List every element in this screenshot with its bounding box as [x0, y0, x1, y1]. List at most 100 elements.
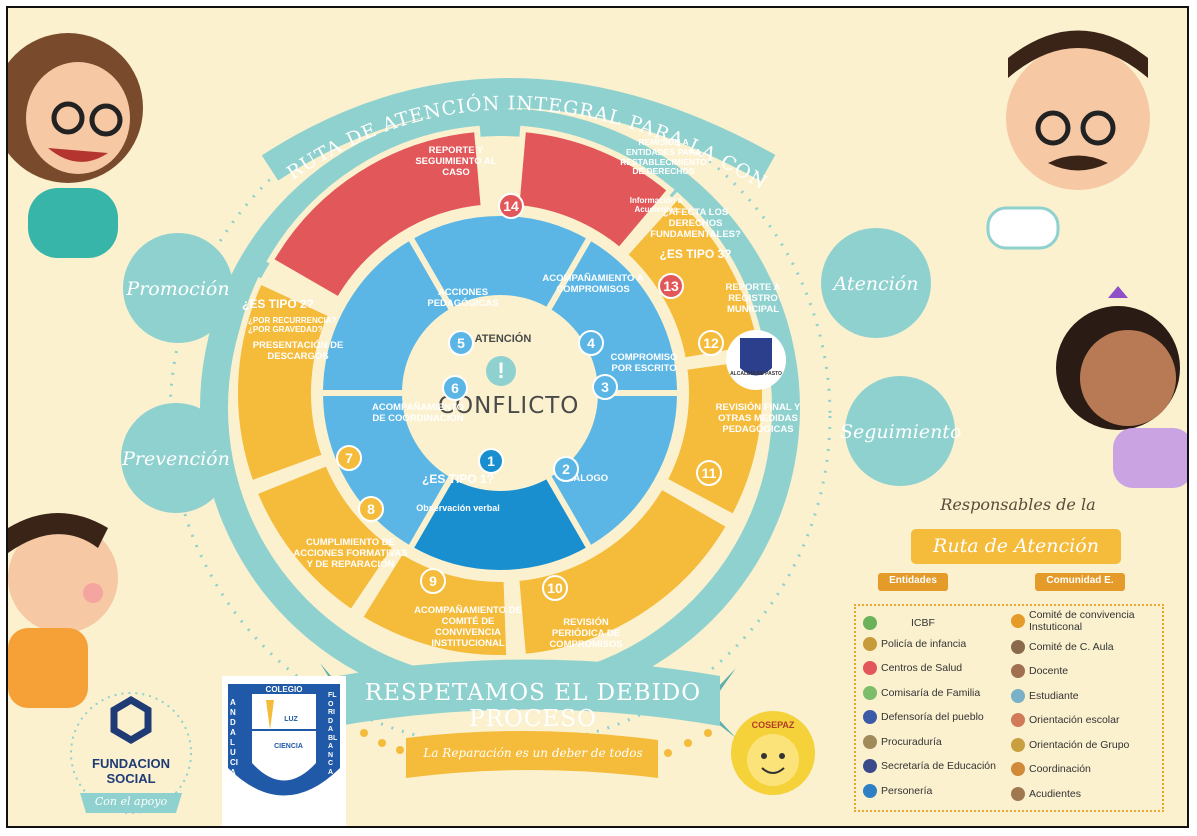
- col1-header: Entidades: [889, 575, 937, 586]
- pill-atencion: [821, 228, 931, 338]
- banner-sub: La Reparación es un deber de todos: [423, 746, 643, 760]
- colegio-top: COLEGIO: [265, 685, 303, 694]
- pill-promocion: [123, 233, 233, 343]
- entidad-icon: [863, 783, 877, 798]
- entidad-row: Defensoría del pueblo: [863, 710, 1003, 724]
- pill-prevencion: [121, 403, 231, 513]
- tipo2-title: ¿ES TIPO 2?: [242, 297, 315, 311]
- colegio-shield: [222, 676, 346, 826]
- comunidad-row: Coordinación: [1011, 762, 1161, 776]
- tipo2-sub: ¿POR RECURRENCIA? ¿POR GRAVEDAD?: [248, 316, 337, 335]
- segment-13-sub: ¿ES TIPO 3?: [659, 247, 732, 261]
- entidad-icon: [863, 759, 877, 773]
- segment-5-number: 5: [448, 330, 474, 356]
- col2-header: Comunidad E.: [1046, 575, 1114, 586]
- comunidad-label: Comité de convivencia Instuticonal: [1029, 609, 1135, 633]
- comunidad-row: Docente: [1011, 664, 1161, 678]
- character-boy-bottom-left: [8, 513, 118, 708]
- comunidad-row: Orientación de Grupo: [1011, 737, 1161, 752]
- comunidad-icon: [1011, 762, 1025, 776]
- segment-13-label: ¿AFECTA LOS DERECHOS FUNDAMENTALES?: [650, 207, 741, 240]
- wedge-2-3: [543, 390, 684, 553]
- segment-7-number: 7: [336, 445, 362, 471]
- segment-8-label: CUMPLIMIENTO DE ACCIONES FORMATIVAS Y DE…: [293, 537, 408, 570]
- segment-10-number: 10: [542, 575, 568, 601]
- stage-seguimiento: Seguimiento: [840, 421, 962, 443]
- banner-main: RESPETAMOS EL DEBIDO PROCESO: [364, 680, 702, 732]
- character-girl-top-left: [8, 33, 143, 258]
- entidad-row: Comisaría de Familia: [863, 685, 1003, 700]
- comunidad-label: Orientación de Grupo: [1029, 738, 1130, 751]
- segment-6-label: ACOMPAÑAMIENTO DE COORDINACIÓN: [371, 402, 464, 424]
- segment-2-label: DIÁLOGO: [563, 473, 609, 484]
- wedge-13: [512, 125, 675, 255]
- bottom-sub-ribbon: [406, 730, 658, 778]
- comunidad-row: Acudientes: [1011, 786, 1161, 801]
- entidad-row: Secretaría de Educación: [863, 759, 1003, 773]
- wedge-8: [250, 458, 401, 617]
- comunidad-label: Orientación escolar: [1029, 714, 1120, 726]
- segment-6-number: 6: [442, 375, 468, 401]
- entidad-row: Personería: [863, 783, 1003, 798]
- route-diagram: [8, 30, 1187, 826]
- character-man-top-right: [986, 30, 1150, 250]
- entidad-label: ICBF: [911, 617, 935, 629]
- stars: [360, 729, 712, 757]
- entidad-icon: [863, 710, 877, 724]
- segment-3-number: 3: [592, 374, 618, 400]
- entidad-row: ICBF: [863, 616, 1003, 630]
- fundacion-line1: FUNDACION: [92, 756, 170, 771]
- segment-5-label: ACCIONES PEDAGÓGICAS: [427, 287, 499, 309]
- comunidad-label: Docente: [1029, 665, 1069, 677]
- wedge-14: [266, 125, 488, 305]
- entidad-row: Policía de infancia: [863, 636, 1003, 651]
- remision-label: REMISIÓN A ENTIDADES PARA RESTABLECIMIEN…: [620, 137, 707, 177]
- col1-header-bg: [878, 573, 948, 591]
- colegio-luz: LUZ: [284, 716, 298, 723]
- comunidad-icon: [1011, 614, 1025, 628]
- entidad-icon: [863, 661, 877, 675]
- comunidad-icon: [1011, 737, 1025, 752]
- segment-12-number: 12: [698, 330, 724, 356]
- segment-1-number: 1: [478, 448, 504, 474]
- segment-13-number: 13: [658, 273, 684, 299]
- responsables-table: [854, 604, 1164, 812]
- col2-header-bg: [1035, 573, 1125, 591]
- title-arc: [261, 78, 776, 182]
- colegio-right: FLORIDABLANCA: [328, 692, 338, 776]
- wedge-3: [543, 233, 684, 396]
- fundacion-line2: SOCIAL: [106, 771, 156, 786]
- entidad-row: Procuraduría: [863, 734, 1003, 749]
- comunidad-icon: [1011, 713, 1025, 727]
- stage-atencion: Atención: [833, 273, 919, 295]
- entidad-label: Secretaría de Educación: [881, 760, 996, 772]
- segment-3-label: COMPROMISO POR ESCRITO: [610, 352, 678, 374]
- segment-12-label: REPORTE A REGISTRO MUNICIPAL: [725, 282, 781, 315]
- segment-9-label: ACOMPAÑAMIENTO DE COMITÉ DE CONVIVENCIA …: [414, 605, 522, 649]
- fundacion-sub: Con el apoyo: [94, 795, 168, 808]
- wedge-5: [316, 233, 457, 396]
- comunidad-label: Comité de C. Aula: [1029, 640, 1114, 653]
- comunidad-label: Estudiante: [1029, 689, 1079, 702]
- infographic-frame: RUTA DE ATENCIÓN INTEGRAL PARA LA CONVIV…: [6, 6, 1189, 828]
- wedge-10: [512, 481, 734, 661]
- segment-9-number: 9: [420, 568, 446, 594]
- stage-prevencion: Prevención: [122, 448, 230, 470]
- segment-14-label: REPORTE Y SEGUIMIENTO AL CASO: [415, 145, 497, 178]
- comunidad-label: Acudientes: [1029, 787, 1081, 800]
- entidad-label: Procuraduría: [881, 735, 942, 748]
- stage-promocion: Promoción: [126, 278, 230, 300]
- segment-4-number: 4: [578, 330, 604, 356]
- wedge-4-5: [405, 210, 595, 315]
- ruta-banner: [911, 529, 1121, 564]
- registro-logo-text: ALCALDÍA DE PASTO: [730, 371, 782, 377]
- responsables-banner: Ruta de Atención: [933, 535, 1099, 557]
- comunidad-icon: [1011, 639, 1025, 654]
- segment-7-label: PRESENTACIÓN DE DESCARGOS: [252, 340, 344, 362]
- segment-4-label: ACOMPAÑAMIENTO A COMPROMISOS: [542, 273, 644, 295]
- comunidad-row: Orientación escolar: [1011, 713, 1161, 727]
- comunidad-icon: [1011, 664, 1025, 678]
- comunidad-icon: [1011, 688, 1025, 703]
- cosepaz-sun: [731, 711, 815, 795]
- segment-2-number: 2: [553, 456, 579, 482]
